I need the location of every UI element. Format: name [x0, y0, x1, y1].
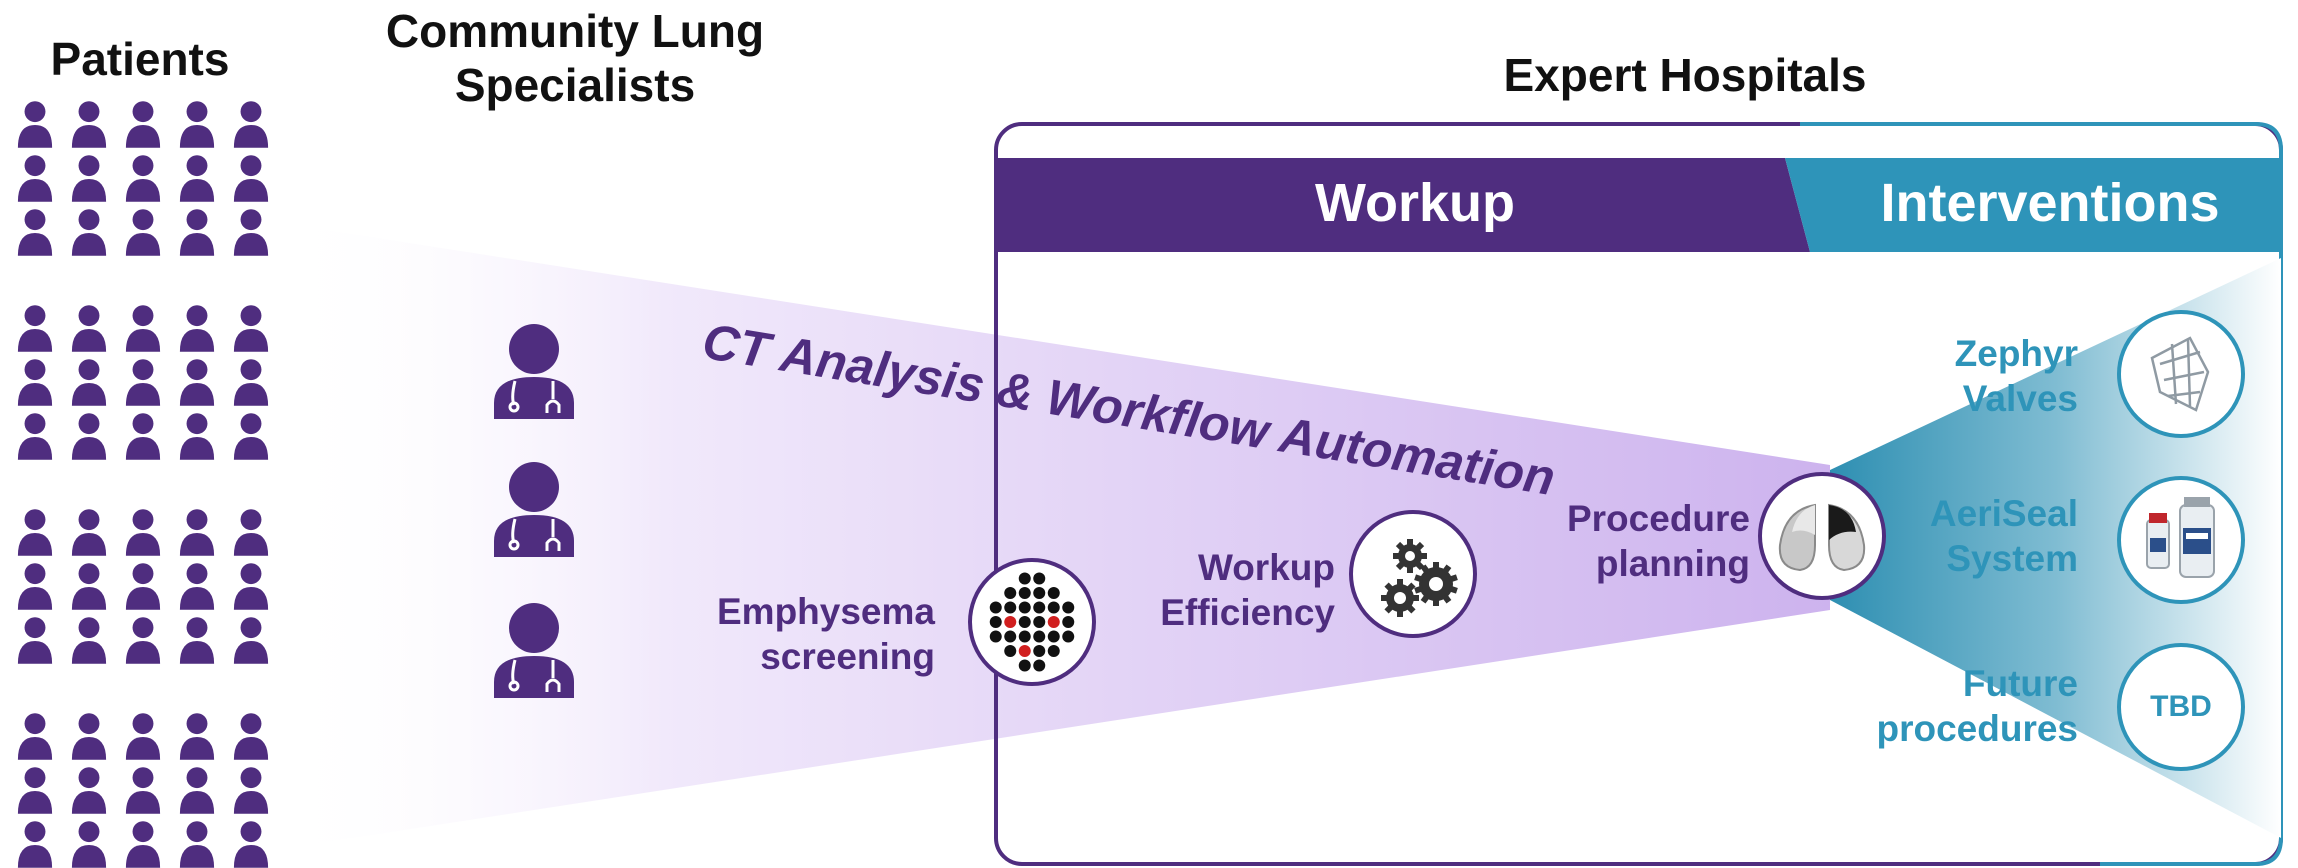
future-label-line1: Future	[1962, 663, 2078, 704]
patient-icon	[71, 509, 107, 556]
patient-icon	[17, 821, 53, 868]
patient-icon	[17, 713, 53, 760]
patients-group	[17, 101, 269, 868]
patient-icon	[125, 101, 161, 148]
patient-icon	[17, 359, 53, 406]
patient-icon	[17, 209, 53, 256]
procedure-planning-icon	[1758, 472, 1886, 600]
patient-icon	[179, 509, 215, 556]
patient-icon	[125, 821, 161, 868]
future-label-line2: procedures	[1876, 708, 2078, 749]
patient-icon	[125, 617, 161, 664]
patient-icon	[179, 617, 215, 664]
emphysema-screening-icon	[968, 558, 1096, 686]
patient-icon	[179, 359, 215, 406]
patient-icon	[125, 767, 161, 814]
specialists-group	[494, 324, 574, 698]
patient-icon	[17, 563, 53, 610]
workup-banner-label: Workup	[1315, 173, 1515, 233]
aeriseal-label-line2: System	[1946, 538, 2078, 579]
patient-icon	[125, 209, 161, 256]
patient-icon	[233, 305, 269, 352]
patient-icon	[179, 305, 215, 352]
patient-icon	[233, 359, 269, 406]
zephyr-valves-icon	[2117, 310, 2245, 438]
patient-icon	[179, 767, 215, 814]
patient-icon	[179, 101, 215, 148]
patient-icon	[71, 155, 107, 202]
lungs-icon	[1778, 503, 1866, 572]
patient-icon	[233, 767, 269, 814]
emphysema-label-line1: Emphysema	[717, 591, 935, 632]
patient-icon	[125, 413, 161, 460]
patient-icon	[71, 821, 107, 868]
interventions-banner-label: Interventions	[1880, 173, 2220, 233]
patient-icon	[71, 563, 107, 610]
patient-icon	[233, 413, 269, 460]
specialist-icon	[494, 603, 574, 698]
patient-icon	[233, 101, 269, 148]
aeriseal-system-icon	[2117, 476, 2245, 604]
patient-icon	[17, 617, 53, 664]
workup-label-line2: Efficiency	[1160, 592, 1335, 633]
procedure-label-line1: Procedure	[1566, 498, 1750, 539]
patient-icon	[71, 359, 107, 406]
workup-banner	[996, 158, 1810, 252]
patient-icon	[233, 563, 269, 610]
patient-icon	[179, 413, 215, 460]
dot-grid-icon	[989, 572, 1075, 672]
patient-icon	[17, 767, 53, 814]
patient-icon	[179, 155, 215, 202]
patient-icon	[17, 155, 53, 202]
patient-icon	[17, 101, 53, 148]
patient-icon	[71, 101, 107, 148]
workup-efficiency-icon	[1349, 510, 1477, 638]
patients-title: Patients	[50, 33, 230, 85]
patient-icon	[233, 209, 269, 256]
patient-icon	[233, 509, 269, 556]
valve-icon	[2150, 336, 2210, 412]
aeriseal-label-line1: AeriSeal	[1929, 493, 2078, 534]
patient-icon	[179, 209, 215, 256]
zephyr-label-line1: Zephyr	[1954, 333, 2078, 374]
interventions-banner	[1785, 158, 2281, 252]
patient-icon	[71, 209, 107, 256]
workup-label-line1: Workup	[1197, 547, 1335, 588]
expert-hospitals-title: Expert Hospitals	[1503, 49, 1867, 101]
zephyr-label-line2: Valves	[1962, 378, 2078, 419]
patient-icon	[233, 617, 269, 664]
patient-icon	[125, 563, 161, 610]
tbd-icon-text: TBD	[2150, 690, 2212, 723]
patient-icon	[125, 713, 161, 760]
patient-icon	[233, 821, 269, 868]
future-procedures-icon	[2117, 643, 2245, 771]
patient-icon	[233, 155, 269, 202]
specialists-title-line1: Community Lung	[385, 5, 765, 57]
patient-icon	[71, 305, 107, 352]
patient-icon	[71, 617, 107, 664]
patient-icon	[71, 413, 107, 460]
procedure-label-line2: planning	[1595, 543, 1750, 584]
patient-icon	[179, 563, 215, 610]
specialists-title-line2: Specialists	[454, 59, 696, 111]
patient-icon	[125, 509, 161, 556]
patient-icon	[71, 713, 107, 760]
patient-icon	[17, 413, 53, 460]
patient-icon	[71, 767, 107, 814]
patient-icon	[179, 821, 215, 868]
emphysema-label-line2: screening	[760, 636, 935, 677]
patient-icon	[125, 359, 161, 406]
patient-icon	[233, 713, 269, 760]
specialist-icon	[494, 462, 574, 557]
specialist-icon	[494, 324, 574, 419]
patient-icon	[17, 305, 53, 352]
patient-icon	[125, 155, 161, 202]
vials-icon	[2146, 497, 2215, 578]
patient-icon	[125, 305, 161, 352]
patient-icon	[17, 509, 53, 556]
patient-icon	[179, 713, 215, 760]
gears-icon	[1381, 539, 1458, 617]
screening-funnel	[275, 222, 1830, 850]
